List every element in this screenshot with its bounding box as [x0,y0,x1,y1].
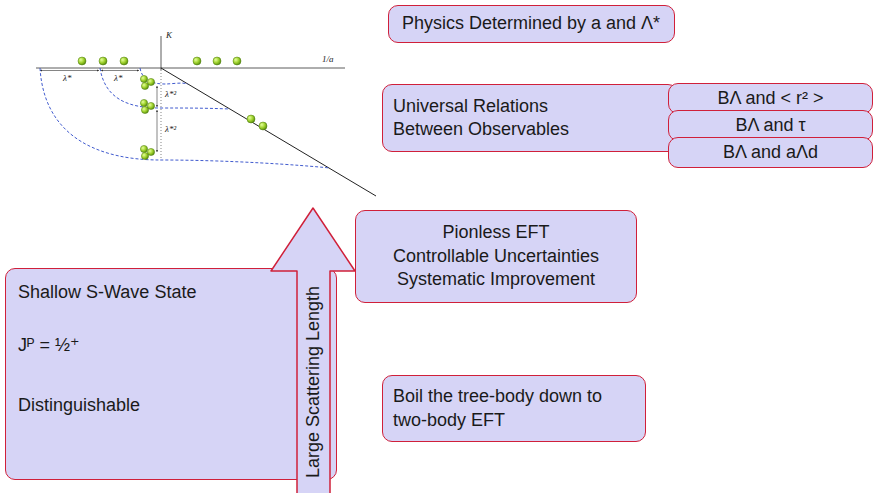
particle [140,75,147,82]
particle [140,145,147,152]
efimov-curve [100,68,230,109]
box-text: BΛ and aΛd [723,141,818,164]
arrow-text: Large Scattering Length [302,286,325,478]
box-text: Systematic Improvement [397,268,595,291]
concept-box: BΛ and aΛd [668,137,873,168]
arrow-shape: Large Scattering Length [270,207,356,493]
box-text: Jᴾ = ½⁺ [18,334,80,357]
concept-box: Pionless EFTControllable UncertaintiesSy… [355,210,637,303]
particle [120,57,128,65]
y-axis-dotted [161,70,162,160]
scale-arrow [40,70,99,71]
concept-box: Universal Relations Between Observables [382,84,678,152]
particle [78,57,86,65]
particle [141,106,148,113]
particle [233,57,241,65]
y-axis [161,36,162,70]
axis-label: 1/a [322,55,334,64]
axis-label: λ* [114,74,122,83]
scale-arrow [157,110,158,152]
scale-arrow [157,86,158,107]
box-text: BΛ and < r² > [717,87,823,110]
box-text: Universal Relations Between Observables [393,95,598,142]
x-axis [36,68,345,69]
concept-box: Physics Determined by a and Λ* [388,5,675,43]
axis-label: λ*² [165,125,176,134]
box-text: Distinguishable [18,394,140,417]
particle [247,115,255,123]
box-text: Pionless EFT [442,221,549,244]
box-text: Physics Determined by a and Λ* [402,12,660,35]
axis-label: λ* [63,74,71,83]
threshold-line [161,68,376,196]
box-text: Boil the tree-body down to two-body EFT [393,385,633,432]
box-text: BΛ and τ [735,114,805,137]
particle [193,57,201,65]
particle [141,152,148,159]
particle [99,57,107,65]
concept-box: Boil the tree-body down to two-body EFT [382,375,646,442]
particle [259,122,267,130]
particle [213,57,221,65]
axis-label: λ*² [165,90,176,99]
box-text: Shallow S-Wave State [18,281,196,304]
particle [141,82,148,89]
efimov-curve [40,68,330,168]
concept-box: Shallow S-Wave State Jᴾ = ½⁺ Distinguishab… [5,268,337,480]
particle [140,99,147,106]
scale-arrow [101,70,139,71]
box-text: Controllable Uncertainties [393,245,599,268]
axis-label: K [166,31,172,40]
